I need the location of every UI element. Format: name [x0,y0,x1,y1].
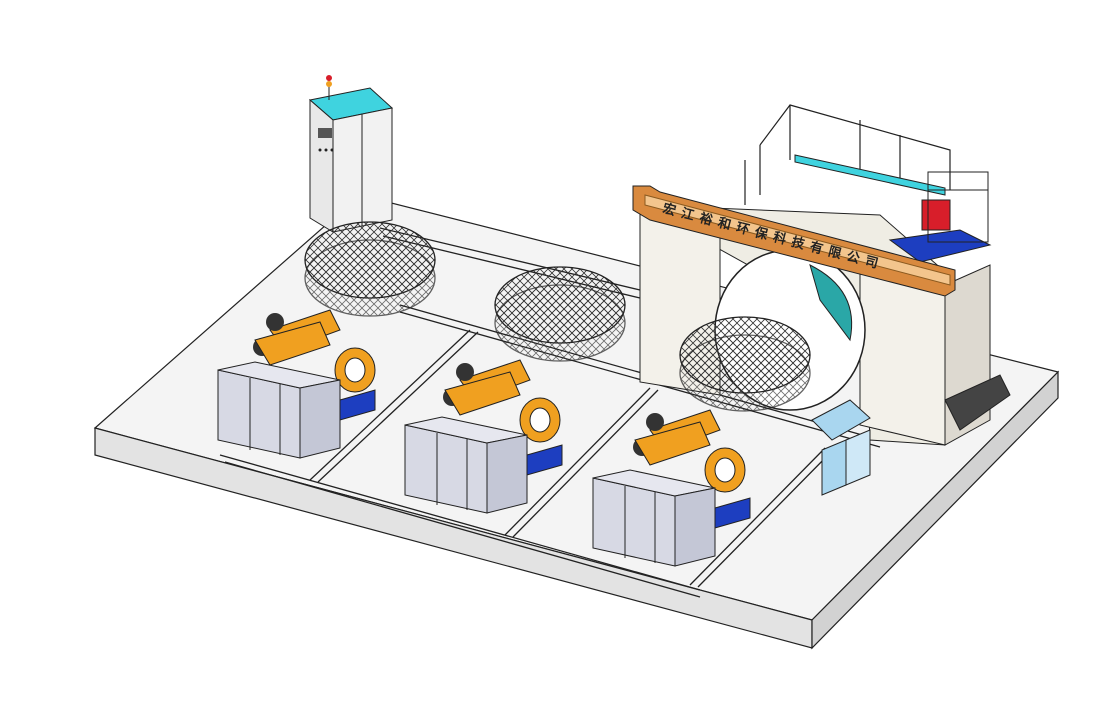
track-rails [219,227,881,598]
tank-unit-1 [217,361,376,459]
exhaust-duct [944,374,1011,431]
tank-unit-3 [592,469,751,567]
tank-unit-2 [404,416,563,514]
drive-gearbox-3 [633,409,721,466]
burner-fan-1 [334,347,376,393]
signal-light-icon [326,75,332,81]
turntable-3 [679,316,811,412]
red-burner-motor [921,199,951,231]
station-3 [592,316,811,567]
turntable-2 [494,266,626,362]
operator-console [811,399,871,496]
main-control-cabinet [308,75,394,233]
burner-platform [888,229,992,263]
hmi-screen [318,128,332,138]
drive-gearbox-2 [443,359,531,416]
burner-fan-2 [519,397,561,443]
station-2 [404,266,626,514]
station-1 [217,221,436,459]
oven-door [809,264,853,342]
drive-gearbox-1 [253,309,341,366]
turntable-1 [304,221,436,317]
burner-fan-3 [704,447,746,493]
